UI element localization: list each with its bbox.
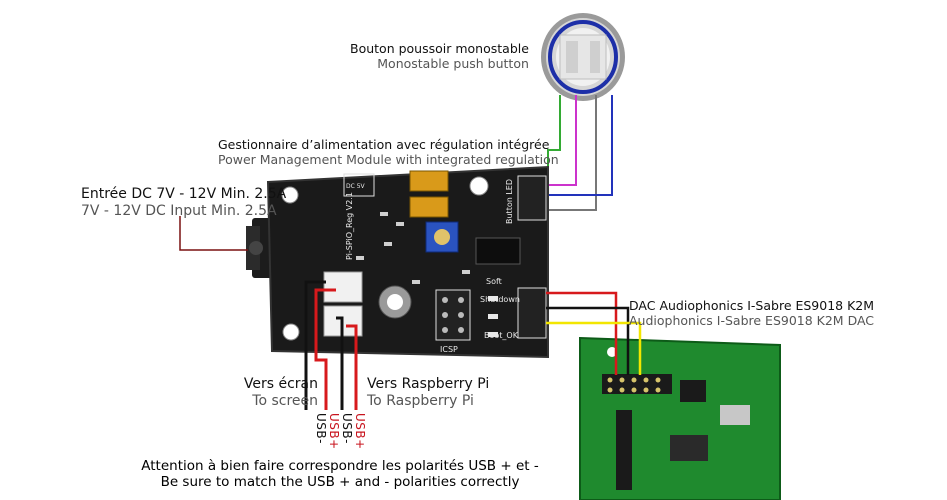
dc-input-label-fr: Entrée DC 7V - 12V Min. 2.5A bbox=[81, 186, 287, 202]
dac-label: DAC Audiophonics I-Sabre ES9018 K2M Audi… bbox=[629, 298, 874, 328]
to-screen-label-fr: Vers écran bbox=[243, 376, 318, 392]
silk-button-led: Button LED bbox=[505, 179, 514, 224]
silk-icsp: ICSP bbox=[440, 345, 458, 354]
to-pi-label-fr: Vers Raspberry Pi bbox=[367, 376, 490, 392]
usb-label-4: USB+ bbox=[353, 413, 367, 450]
silkscreen: Pi-SPiO_Reg V2.1 Button LED Soft Shutdow… bbox=[345, 179, 520, 354]
power-management-board bbox=[266, 165, 549, 359]
button-label-fr: Bouton poussoir monostable bbox=[350, 41, 529, 56]
to-pi-label: Vers Raspberry Pi To Raspberry Pi bbox=[367, 376, 489, 410]
power-module-label-fr: Gestionnaire d’alimentation avec régulat… bbox=[218, 137, 550, 152]
to-screen-label-en: To screen bbox=[252, 393, 318, 409]
leader-lines bbox=[179, 216, 248, 251]
power-module-label-en: Power Management Module with integrated … bbox=[218, 152, 559, 167]
silk-boot-ok: Boot_OK bbox=[484, 331, 519, 340]
dac-wires bbox=[546, 291, 642, 375]
polarity-warning-en: Be sure to match the USB + and - polarit… bbox=[160, 474, 520, 490]
silk-model: Pi-SPiO_Reg V2.1 bbox=[345, 192, 354, 260]
usb-wires bbox=[304, 280, 358, 410]
to-pi-label-en: To Raspberry Pi bbox=[367, 393, 474, 409]
usb-label-2: USB+ bbox=[327, 413, 341, 450]
dc-input-label-en: 7V - 12V DC Input Min. 2.5A bbox=[81, 203, 277, 219]
dac-label-fr: DAC Audiophonics I-Sabre ES9018 K2M bbox=[629, 298, 875, 313]
usb-label-3: USB- bbox=[340, 413, 354, 444]
dac-board bbox=[579, 336, 781, 500]
dac-label-en: Audiophonics I-Sabre ES9018 K2M DAC bbox=[629, 313, 875, 328]
silk-dc5v: DC 5V bbox=[346, 183, 366, 190]
power-module-label: Gestionnaire d’alimentation avec régulat… bbox=[218, 137, 559, 167]
usb-label-1: USB- bbox=[314, 413, 328, 444]
silk-shutdown: Shutdown bbox=[480, 295, 520, 304]
button-wires bbox=[545, 95, 613, 211]
dc-input-label: Entrée DC 7V - 12V Min. 2.5A 7V - 12V DC… bbox=[81, 186, 286, 220]
push-button-image bbox=[541, 13, 625, 101]
polarity-warning-fr: Attention à bien faire correspondre les … bbox=[141, 458, 539, 474]
silk-soft: Soft bbox=[486, 277, 502, 286]
polarity-warning: Attention à bien faire correspondre les … bbox=[0, 458, 680, 490]
to-screen-label: Vers écran To screen bbox=[200, 376, 318, 410]
button-label: Bouton poussoir monostable Monostable pu… bbox=[350, 41, 529, 71]
button-label-en: Monostable push button bbox=[377, 56, 529, 71]
